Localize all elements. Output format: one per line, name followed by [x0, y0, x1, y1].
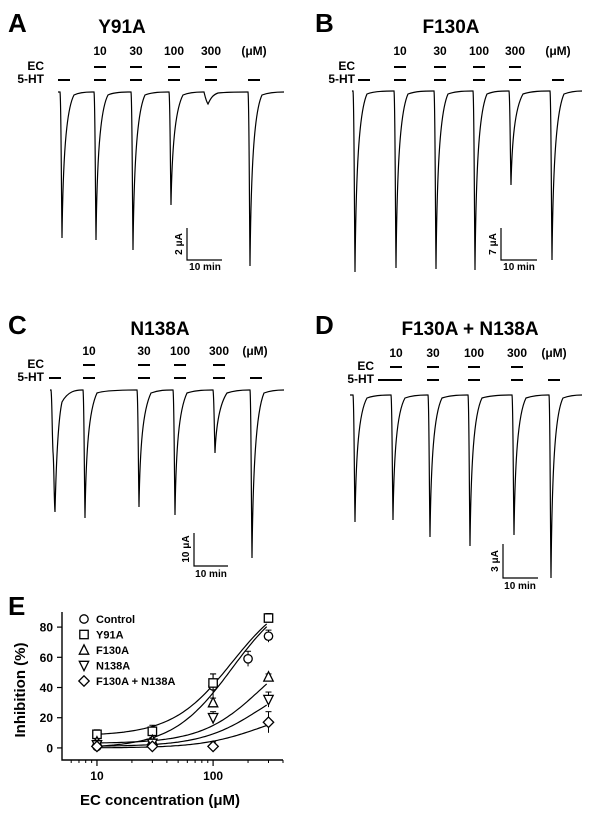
current-trace [50, 389, 285, 559]
unit-label: (μM) [241, 44, 266, 58]
conc-label: 100 [464, 346, 484, 360]
current-trace [350, 394, 583, 579]
legend-marker [79, 614, 89, 624]
conc-label: 10 [82, 344, 96, 358]
x-axis-label: EC concentration (μM) [80, 792, 240, 809]
unit-label: (μM) [545, 44, 570, 58]
legend-label: F130A [96, 645, 129, 657]
data-point [207, 712, 219, 725]
legend-marker [78, 643, 90, 655]
panel-c: C N138A EC 5-HT 10 30 100 300 (μM) 10 μA… [8, 310, 285, 580]
legend-label: F130A + N138A [96, 676, 175, 688]
scale-time: 10 min [504, 581, 536, 592]
data-point [263, 631, 274, 642]
panel-title: F130A + N138A [401, 319, 538, 340]
conc-label: 30 [129, 44, 143, 58]
y-tick-label: 60 [40, 651, 54, 665]
current-trace [352, 90, 583, 273]
unit-label: (μM) [242, 344, 267, 358]
panel-letter: A [8, 8, 27, 38]
legend-label: Control [96, 614, 135, 626]
dose-response-plot: 0 20 40 60 80 10 100 [40, 612, 284, 783]
ec-label: EC [338, 59, 355, 73]
conc-label: 300 [505, 44, 525, 58]
scale-time: 10 min [503, 262, 535, 273]
legend-label: Y91A [96, 630, 124, 642]
scale-bar: 2 μA 10 min [174, 228, 222, 273]
conc-label: 30 [433, 44, 447, 58]
data-point [262, 694, 275, 707]
unit-label: (μM) [541, 346, 566, 360]
panel-letter: B [315, 8, 334, 38]
conc-label: 10 [389, 346, 403, 360]
y-axis-label: Inhibition (%) [12, 643, 29, 738]
conc-label: 300 [507, 346, 527, 360]
conc-label: 100 [164, 44, 184, 58]
y-tick-label: 80 [40, 621, 54, 635]
fit-curve [97, 704, 268, 747]
scale-bar: 7 μA 10 min [488, 228, 537, 273]
data-point [263, 613, 274, 623]
data-point [262, 716, 275, 729]
ht-label: 5-HT [17, 370, 44, 384]
scale-bar: 10 μA 10 min [181, 533, 228, 580]
panel-letter: C [8, 310, 27, 340]
y-tick-label: 40 [40, 681, 54, 695]
panel-b: B F130A EC 5-HT 10 30 100 300 (μM) 7 μA … [315, 8, 583, 273]
panel-letter: E [8, 591, 25, 621]
ec-label: EC [27, 357, 44, 371]
conc-label: 100 [170, 344, 190, 358]
scale-bar: 3 μA 10 min [490, 544, 538, 592]
conc-label: 10 [93, 44, 107, 58]
data-point [90, 740, 104, 753]
scale-current: 10 μA [181, 535, 192, 562]
legend-marker [79, 629, 89, 640]
panel-letter: D [315, 310, 334, 340]
conc-label: 30 [137, 344, 151, 358]
panel-title: N138A [130, 319, 189, 340]
scale-time: 10 min [189, 262, 221, 273]
current-trace [58, 91, 285, 267]
x-tick-label: 10 [90, 769, 104, 783]
ec-label: EC [357, 359, 374, 373]
data-point [208, 678, 218, 688]
scale-time: 10 min [195, 569, 227, 580]
legend-marker [78, 660, 90, 673]
fit-curve [96, 626, 268, 747]
ht-label: 5-HT [17, 72, 44, 86]
panel-title: F130A [422, 17, 479, 38]
fit-curve [96, 623, 268, 735]
x-tick-label: 100 [203, 769, 223, 783]
fit-curve [96, 724, 267, 749]
conc-label: 300 [209, 344, 229, 358]
conc-label: 300 [201, 44, 221, 58]
scale-current: 2 μA [174, 233, 185, 255]
data-point [206, 740, 220, 753]
conc-label: 100 [469, 44, 489, 58]
legend-label: N138A [96, 661, 130, 673]
panel-title: Y91A [98, 17, 146, 38]
axes [61, 612, 283, 761]
conc-label: 30 [426, 346, 440, 360]
scale-current: 7 μA [488, 233, 499, 255]
y-tick-label: 0 [46, 741, 53, 755]
data-point [146, 740, 159, 753]
data-point [207, 695, 219, 708]
data-point [243, 653, 253, 664]
conc-label: 10 [393, 44, 407, 58]
ht-label: 5-HT [347, 372, 374, 386]
fit-curve [96, 683, 268, 744]
ec-label: EC [27, 59, 44, 73]
y-tick-label: 20 [40, 711, 54, 725]
legend-marker [77, 674, 91, 688]
scale-current: 3 μA [490, 550, 501, 572]
panel-d: D F130A + N138A EC 5-HT 10 30 100 300 (μ… [315, 310, 583, 592]
panel-a: A Y91A EC 5-HT 10 30 100 300 (μM) 2 μA 1… [8, 8, 285, 273]
data-point [262, 670, 275, 682]
ht-label: 5-HT [328, 72, 355, 86]
